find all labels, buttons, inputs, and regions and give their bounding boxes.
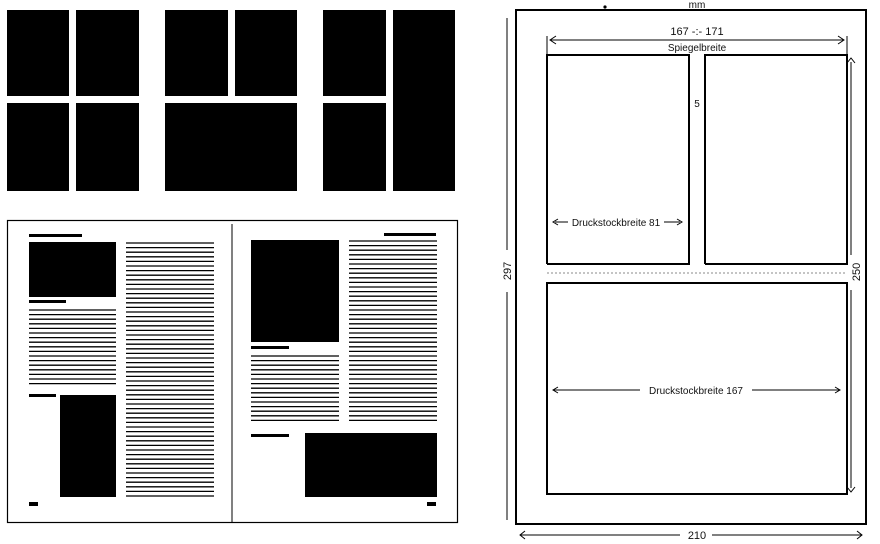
page-width: 210 [688, 530, 706, 542]
page-height: 297 [502, 262, 514, 280]
grid-two-plus-wide [165, 10, 297, 191]
grid-four-blocks [7, 10, 139, 191]
type-area-label: Spiegelbreite [668, 43, 727, 54]
block-width-half: Druckstockbreite 81 [572, 218, 661, 229]
grid-two-plus-tall [323, 10, 455, 191]
grid-variants [7, 10, 455, 191]
type-area-height: 250 [851, 263, 863, 281]
type-area-width: 167 -:- 171 [670, 26, 723, 38]
page-spread [6, 219, 459, 524]
image-block [29, 242, 116, 297]
dimension-drawing [506, 9, 867, 540]
gutter-label: 5 [694, 99, 700, 110]
block-width-full: Druckstockbreite 167 [649, 386, 743, 397]
text-lines [29, 240, 437, 497]
image-block [251, 240, 339, 342]
image-block [60, 395, 116, 497]
image-block [305, 433, 437, 497]
unit-label: mm [689, 0, 706, 11]
